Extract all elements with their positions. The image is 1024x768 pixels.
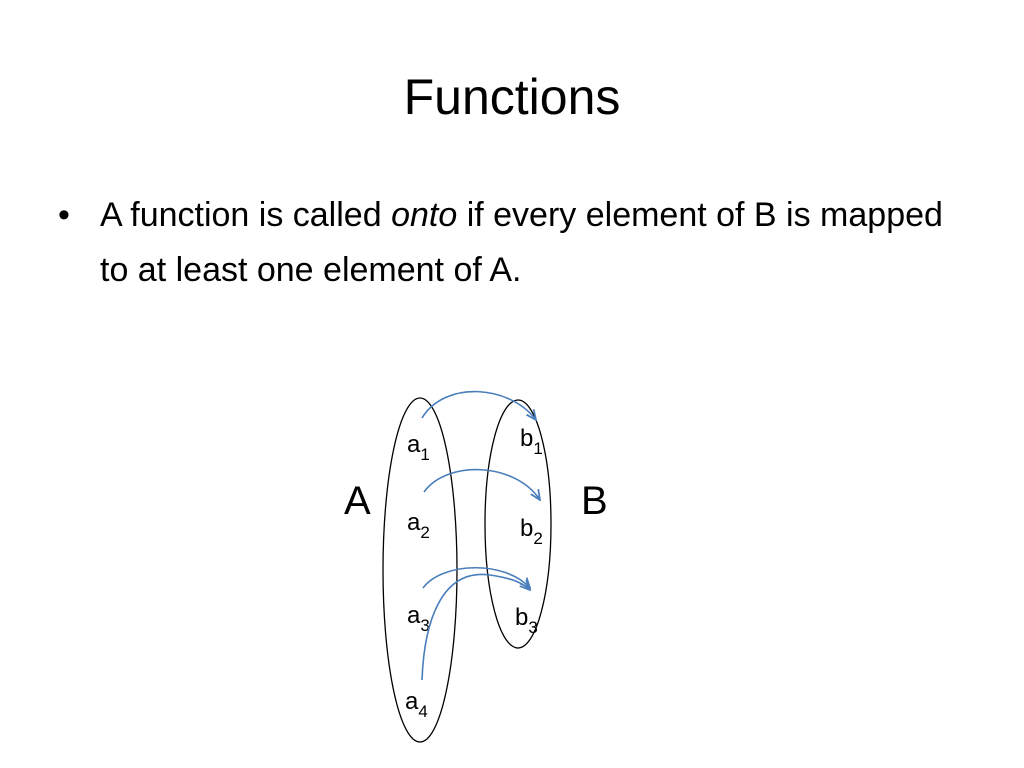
bullet-emphasis: onto [391,196,458,234]
bullet-item: • A function is called onto if every ele… [58,188,958,298]
element-a1-base: a [407,431,421,458]
mapping-arrow-a2-b2 [423,468,540,500]
slide-title: Functions [403,69,621,125]
set-b-ellipse [484,399,552,649]
element-a2-base: a [407,509,421,536]
mapping-arrow-a1-b1 [421,390,536,420]
element-a4-base: a [405,688,419,715]
element-b1: b1 [520,425,543,458]
element-b3-base: b [515,604,528,631]
element-a4-sub: 4 [418,702,427,721]
element-a3-sub: 3 [420,616,429,635]
element-b2-base: b [520,515,533,542]
mapping-arrow-a4-b3 [421,573,530,681]
element-a2: a2 [407,509,430,542]
bullet-list: • A function is called onto if every ele… [58,188,958,298]
element-b2-sub: 2 [533,529,542,548]
element-b1-base: b [520,425,533,452]
element-b2: b2 [520,515,543,548]
element-b3: b3 [515,604,538,637]
element-b1-sub: 1 [533,439,542,458]
element-a3: a3 [407,602,430,635]
bullet-text-before: A function is called [100,196,392,234]
bullet-dot-icon: • [58,196,70,234]
set-b-label: B [581,479,608,523]
element-a1: a1 [407,431,430,464]
element-a3-base: a [407,602,421,629]
mapping-arrow-a3-b3 [422,566,530,588]
element-a4: a4 [405,688,428,721]
element-a2-sub: 2 [420,523,429,542]
set-a-label: A [344,479,371,523]
bullet-text-after: if every element of B is mapped to at le… [100,196,943,289]
element-a1-sub: 1 [420,445,429,464]
element-b3-sub: 3 [528,618,537,637]
